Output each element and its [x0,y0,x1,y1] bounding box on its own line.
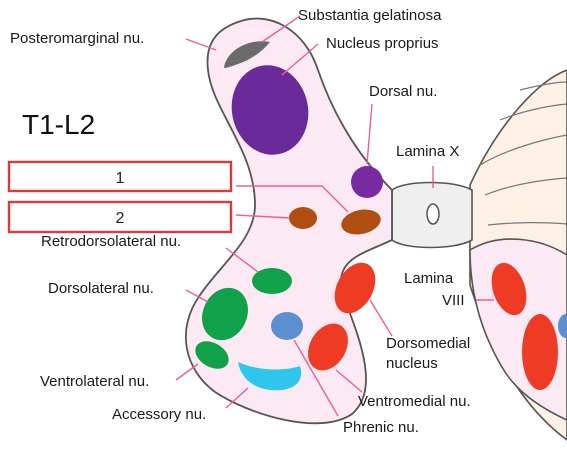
answer-box-2-number: 2 [116,210,125,227]
dorsal-nucleus-shape [351,166,383,198]
dorsolateral-shape [202,287,248,341]
ventrolateral-shape [195,341,229,369]
right-red-nucleus-shape [522,314,558,390]
central-canal [426,203,440,225]
label-lamina-viii-line1: Lamina [404,270,454,287]
leader-lines [175,15,494,417]
label-dorsal-nucleus: Dorsal nu. [369,83,437,100]
nucleus-brown-1-shape [341,209,381,235]
label-ventrolateral: Ventrolateral nu. [40,373,149,390]
label-substantia-gelatinosa: Substantia gelatinosa [298,7,442,24]
label-dorsomedial-line1: Dorsomedial [386,335,470,352]
segment-label: T1-L2 [22,109,95,140]
label-lamina-viii-line2: VIII [442,292,465,309]
nucleus-brown-2-shape [289,207,317,229]
answer-box-1-number: 1 [116,170,125,187]
label-accessory: Accessory nu. [112,406,206,423]
label-dorsomedial-line2: nucleus [386,355,438,372]
ventromedial-shape [308,323,348,371]
nucleus-proprius-shape [231,65,309,155]
label-lamina-x: Lamina X [396,143,459,160]
label-dorsolateral: Dorsolateral nu. [48,280,154,297]
lamina-viii-shape [491,262,527,316]
label-retrodorsolateral: Retrodorsolateral nu. [41,233,181,250]
answer-box-2[interactable] [7,200,233,234]
accessory-shape [238,362,302,391]
retrodorsolateral-shape [252,268,292,294]
label-phrenic: Phrenic nu. [343,419,419,436]
label-nucleus-proprius: Nucleus proprius [326,35,439,52]
phrenic-shape [271,312,303,340]
answer-box-1[interactable] [7,160,233,193]
label-ventromedial: Ventromedial nu. [358,393,471,410]
substantia-gelatinosa-shape [224,41,270,68]
label-posteromarginal: Posteromarginal nu. [10,30,144,47]
right-blue-nucleus-shape [558,314,567,338]
dorsomedial-shape [334,262,376,314]
